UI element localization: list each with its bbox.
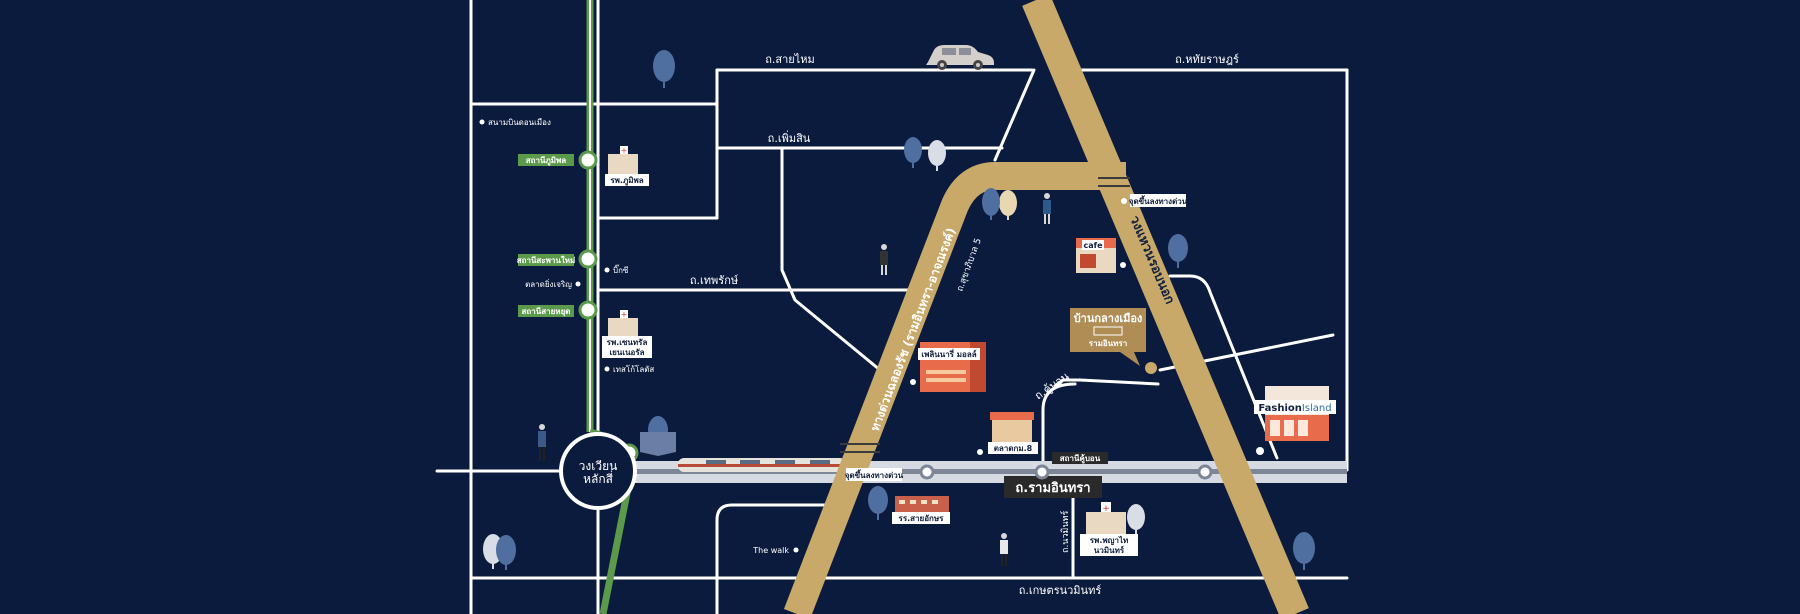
person-icon bbox=[1000, 533, 1008, 566]
expressway-exit-bottom: จุดขึ้นลงทางด่วน bbox=[845, 468, 904, 481]
landmark-tesco: เทสโก้โลตัส bbox=[604, 364, 654, 374]
svg-text:+: + bbox=[621, 146, 628, 155]
tree-icon bbox=[1168, 234, 1188, 268]
station-label: สถานีคู้บอน bbox=[1060, 453, 1101, 464]
market-km8: ตลาดกม.8 bbox=[977, 412, 1038, 455]
lak-si-circle: วงเวียน หลักสี่ bbox=[559, 432, 637, 510]
hospital-label: รพ.เซนทรัล bbox=[607, 338, 648, 347]
landmark-big-c: บิ๊กซี bbox=[604, 264, 629, 275]
circle-label-2: หลักสี่ bbox=[583, 470, 614, 486]
landmark-label: สนามบินดอนเมือง bbox=[488, 118, 551, 127]
circle-label-1: วงเวียน bbox=[579, 459, 618, 473]
project-name: บ้านกลางเมือง bbox=[1074, 312, 1143, 325]
hospital-central-general: + รพ.เซนทรัล เยนเนอรัล bbox=[602, 310, 652, 358]
landmark-label: เทสโก้โลตัส bbox=[613, 364, 654, 374]
person-icon bbox=[880, 244, 888, 275]
tree-icon bbox=[496, 535, 516, 570]
station-label: สถานีสายหยุด bbox=[522, 306, 571, 317]
tree-icon bbox=[1127, 504, 1145, 536]
exit-label: จุดขึ้นลงทางด่วน bbox=[1129, 195, 1188, 207]
tree-icon bbox=[1293, 532, 1315, 570]
station-tag-bhumibol: สถานีภูมิพล bbox=[518, 154, 574, 166]
station-label: สถานีสะพานใหม่ bbox=[517, 255, 576, 265]
rail-stations bbox=[919, 464, 1213, 480]
bridge-marks bbox=[840, 177, 1130, 453]
road-label-kaset-nawamin: ถ.เกษตรนวมินทร์ bbox=[1019, 584, 1102, 597]
project-sub: รามอินทรา bbox=[1089, 339, 1127, 348]
road-label-hathai-rat: ถ.หทัยราษฎร์ bbox=[1175, 53, 1239, 66]
hospital-label: รพ.พญาไท bbox=[1090, 535, 1129, 546]
svg-text:+: + bbox=[621, 310, 628, 319]
project-marker: บ้านกลางเมือง รามอินทรา bbox=[1070, 308, 1157, 374]
cafe-label: cafe bbox=[1083, 241, 1103, 250]
pavilion-icon bbox=[640, 418, 676, 456]
school-label: รร.สายอักษร bbox=[899, 514, 945, 523]
fashion-island-label: FashionIsland bbox=[1258, 403, 1331, 414]
market-label: ตลาดกม.8 bbox=[994, 444, 1033, 453]
tree-icon bbox=[928, 140, 946, 171]
svg-text:+: + bbox=[1102, 504, 1110, 514]
expressway bbox=[783, 0, 1309, 614]
road-label-nawamin: ถ.นวมินทร์ bbox=[1059, 510, 1071, 553]
station-tag-khu-bon: สถานีคู้บอน bbox=[1052, 452, 1108, 464]
station-label: สถานีภูมิพล bbox=[526, 155, 567, 166]
fashion-island: FashionIsland bbox=[1254, 386, 1336, 455]
hospital-bhumibol: + รพ.ภูมิพล bbox=[605, 146, 649, 186]
tree-icon bbox=[999, 190, 1017, 220]
tree-icon bbox=[904, 137, 922, 168]
person-icon bbox=[1043, 193, 1051, 224]
landmark-market: ตลาดยิ่งเจริญ bbox=[525, 278, 581, 289]
rail-line bbox=[598, 458, 1347, 483]
hospital-label: นวมินทร์ bbox=[1094, 545, 1125, 555]
exit-label: จุดขึ้นลงทางด่วน bbox=[845, 469, 904, 481]
landmark-label: บิ๊กซี bbox=[613, 264, 629, 275]
landmark-label: ตลาดยิ่งเจริญ bbox=[525, 278, 572, 289]
school-sai-aksorn: รร.สายอักษร bbox=[892, 496, 950, 524]
station-tag-sai-yut: สถานีสายหยุด bbox=[518, 305, 574, 317]
road-label-ram-inthra: ถ.รามอินทรา bbox=[1015, 481, 1090, 496]
tree-icon bbox=[653, 50, 675, 88]
mall-plearnary: เพลินนารี่ มอลล์ bbox=[910, 342, 986, 392]
person-icon bbox=[538, 424, 546, 461]
landmark-don-mueang: สนามบินดอนเมือง bbox=[479, 118, 551, 127]
road-label-thepharak: ถ.เทพรักษ์ bbox=[690, 274, 739, 287]
tree-icon bbox=[982, 188, 1000, 220]
road-label-sai-mai: ถ.สายไหม bbox=[765, 53, 815, 66]
road-label-ram-inthra-box: ถ.รามอินทรา bbox=[1004, 476, 1102, 498]
car-icon bbox=[926, 45, 994, 70]
tree-icon bbox=[868, 486, 888, 520]
landmark-the-walk: The walk bbox=[752, 546, 799, 555]
hospital-label: เยนเนอรัล bbox=[609, 348, 644, 357]
road-network bbox=[435, 0, 1349, 614]
hospital-phyathai: + รพ.พญาไท นวมินทร์ bbox=[1080, 502, 1138, 556]
road-label-phoem-sin: ถ.เพิ่มสิน bbox=[768, 130, 811, 145]
station-tag-saphan-mai: สถานีสะพานใหม่ bbox=[517, 254, 576, 266]
hospital-label: รพ.ภูมิพล bbox=[610, 176, 643, 186]
mall-label: เพลินนารี่ มอลล์ bbox=[921, 348, 976, 359]
expressway-exit-top: จุดขึ้นลงทางด่วน bbox=[1121, 194, 1188, 207]
trees bbox=[483, 50, 1315, 570]
landmark-label: The walk bbox=[752, 546, 789, 555]
cafe: cafe bbox=[1076, 238, 1126, 273]
